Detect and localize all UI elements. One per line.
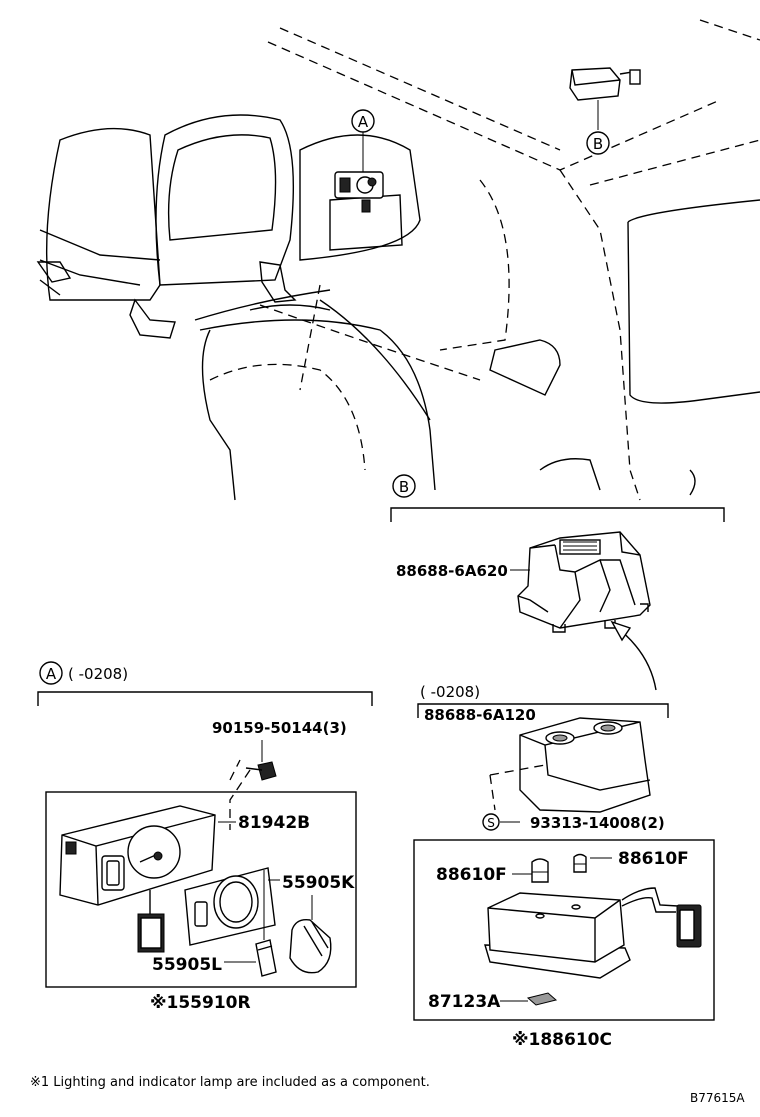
part-88610c: ※188610C (512, 1030, 612, 1050)
lamp-assy-box (413, 839, 715, 1021)
bracket-6a620-illustration (517, 531, 651, 633)
switch-bracket-illustration (59, 805, 216, 953)
section-b-bracket-line (390, 507, 725, 522)
section-a-bracket-line (37, 691, 373, 706)
part-88610f-left: 88610F (436, 865, 507, 885)
part-88688-6a620: 88688-6A620 (396, 562, 508, 580)
bolt-dashed-path (229, 759, 251, 830)
part-88688-6a120: 88688-6A120 (424, 706, 536, 724)
bracket-6a120-illustration (489, 717, 651, 813)
section-a-range-label: ( -0208) (68, 665, 128, 683)
bulb-left-icon (531, 858, 549, 883)
figure-id: B77615A (690, 1091, 745, 1105)
part-88610f-right: 88610F (618, 849, 689, 869)
supersession-arrowhead (610, 620, 632, 642)
callout-a-section: A (39, 661, 63, 685)
part-93313-14008: 93313-14008(2) (530, 814, 665, 832)
part-90159-50144: 90159-50144(3) (212, 719, 347, 737)
callout-a-top: A (351, 109, 375, 133)
section-b-sub-bracket (417, 703, 669, 718)
callout-b-top: B (586, 131, 610, 155)
bolt-icon (245, 761, 277, 781)
footnote: ※1 Lighting and indicator lamp are inclu… (30, 1075, 430, 1090)
supersession-arrow (619, 629, 657, 691)
part-55905l: 55905L (152, 955, 222, 975)
cap-icon (255, 939, 277, 977)
bulb-right-icon (573, 853, 587, 873)
lens-clip-icon (526, 992, 558, 1006)
switch-assy-box (45, 791, 357, 988)
part-87123a: 87123A (428, 992, 501, 1012)
callout-s: S (482, 813, 500, 831)
part-81942b: 81942B (238, 813, 310, 833)
callout-s-label: S (487, 816, 495, 830)
knob-panel-illustration (184, 867, 276, 946)
knob-icon (289, 895, 332, 974)
section-b-range-label: ( -0208) (420, 683, 480, 701)
callout-b-section-label: B (399, 478, 409, 496)
room-lamp-illustration (484, 887, 702, 979)
part-55910r: ※155910R (150, 993, 251, 1013)
callout-a-top-label: A (358, 113, 369, 131)
callout-b-top-label: B (593, 135, 603, 153)
vehicle-interior-illustration (36, 19, 760, 501)
part-55905k: 55905K (282, 873, 355, 893)
callout-b-section: B (392, 474, 416, 498)
callout-a-section-label: A (46, 665, 57, 683)
